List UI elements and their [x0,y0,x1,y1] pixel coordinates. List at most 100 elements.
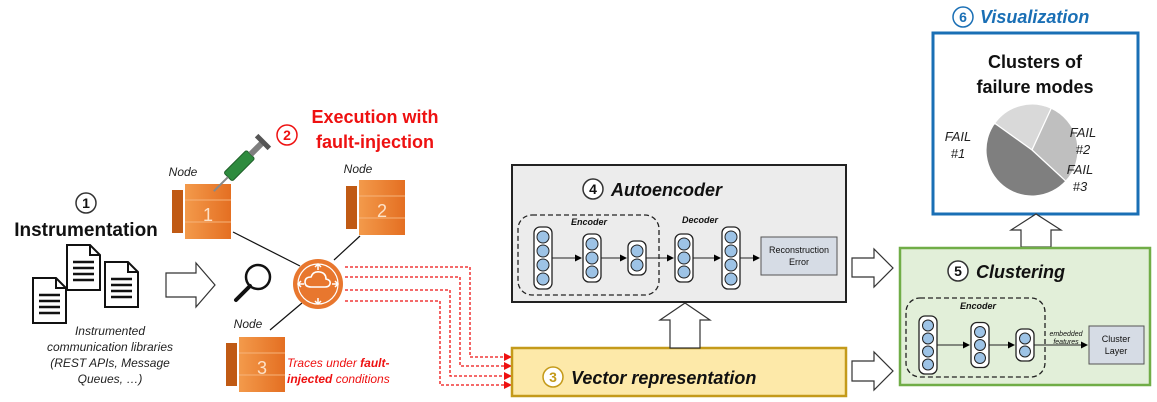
step-number: 4 [589,181,597,197]
cluster-layer-line1: Cluster [1102,334,1131,344]
step-number: 3 [549,369,557,385]
step-2-execution: 2 Execution with fault-injection [276,107,439,152]
node-2-icon: Node 2 [344,162,405,235]
document-icon [32,277,67,324]
fail-1-label-b: #1 [951,146,965,161]
neuron [724,258,738,272]
neuron [630,258,644,272]
neuron [677,237,691,251]
step-number-circle [276,124,298,146]
step-number-circle [582,178,604,200]
cluster-layer-line2: Layer [1105,346,1128,356]
link-node1-router [232,231,301,267]
node-1-icon: Node 1 [169,165,231,239]
autoencoder-title: Autoencoder [610,180,723,200]
clusters-title-line2: failure modes [976,77,1093,97]
fail-3-label-a: FAIL [1067,162,1094,177]
arrow-autoencoder-to-clustering [851,247,894,289]
neuron [585,265,599,279]
step-6-visualization: 6 Visualization Clusters of failure mode… [931,6,1140,216]
autoencoder-network [533,226,760,290]
clustering-network [918,315,1088,375]
instrumentation-title: Instrumentation [14,220,158,241]
neuron [974,326,986,338]
arrow-vector-to-clustering [851,350,894,392]
syringe-icon [213,133,272,192]
clustering-title: Clustering [976,262,1065,282]
neuron [1019,332,1031,345]
node-1-label: Node [169,165,198,179]
step-number-circle [75,192,97,214]
step-number-circle [952,6,974,28]
instrumented-libs-line3: (REST APIs, Message [50,356,170,370]
cluster-layer-box [1088,325,1145,365]
reconstruction-line2: Error [789,257,809,267]
neuron [724,244,738,258]
reconstruction-line1: Reconstruction [769,245,829,255]
neuron [536,272,550,286]
fail-1-label-a: FAIL [945,129,972,144]
node-1-number: 1 [203,205,213,225]
fail-3-label-b: #3 [1073,179,1088,194]
execution-title-line1: Execution with [311,107,438,127]
neuron [536,258,550,272]
neuron [536,244,550,258]
arrow-vector-to-autoencoder [658,302,712,349]
pie-slice [985,122,1067,197]
node-2-number: 2 [377,201,387,221]
step-1-instrumentation: 1 Instrumentation Instrumented [14,192,173,386]
neuron [974,339,986,351]
reconstruction-error-box [760,236,838,276]
neuron [677,251,691,265]
vector-title: Vector representation [571,368,756,388]
step-number: 5 [954,263,962,279]
neuron [922,345,934,358]
neuron [630,244,644,258]
step-number-circle [542,366,564,388]
traces-line2: injected conditions [287,372,390,386]
fail-2-label-b: #2 [1076,142,1091,157]
encoder-region [517,214,660,296]
step-number: 1 [82,195,90,211]
link-node2-router [333,235,361,261]
step-3-vector-representation: 3 Vector representation [510,346,848,398]
failure-modes-pie-chart [985,103,1079,197]
document-icon [66,244,101,291]
step-number: 2 [283,127,291,143]
trace-paths [345,266,512,389]
instrumented-libs-line4: Queues, …) [78,372,143,386]
clustering-encoder-region [905,297,1046,378]
execution-title-line2: fault-injection [316,132,434,152]
neuron [922,319,934,332]
node-3-icon: Node 3 [226,317,285,392]
traces-line1: Traces under fault- [287,356,389,370]
neuron [724,272,738,286]
link-node3-router [269,302,303,331]
node-3-number: 3 [257,358,267,378]
node-3-label: Node [234,317,263,331]
arrow-clustering-to-visualization [1008,213,1064,248]
instrumented-libs-line1: Instrumented [75,324,145,338]
visualization-title: Visualization [980,7,1089,27]
pie-slice [1031,107,1079,183]
embedded-line2: features [1053,339,1079,346]
step-number: 6 [959,9,967,25]
neuron [536,230,550,244]
fail-2-label-a: FAIL [1070,125,1097,140]
neuron [1019,345,1031,358]
document-icon [104,261,139,308]
step-4-autoencoder: 4 Autoencoder Encoder Decoder Reconstruc… [511,164,847,303]
step-number-circle [947,260,969,282]
neuron [974,352,986,364]
embedded-line1: embedded [1049,331,1083,338]
step-5-clustering: 5 Clustering Encoder embedded features C… [898,246,1152,387]
neuron [585,251,599,265]
neuron [585,237,599,251]
neuron [922,332,934,345]
decoder-label: Decoder [682,215,719,225]
magnifier-icon [234,263,272,302]
arrow-instrumentation-to-tracing [165,261,216,309]
clustering-encoder-label: Encoder [960,301,997,311]
neuron [724,230,738,244]
